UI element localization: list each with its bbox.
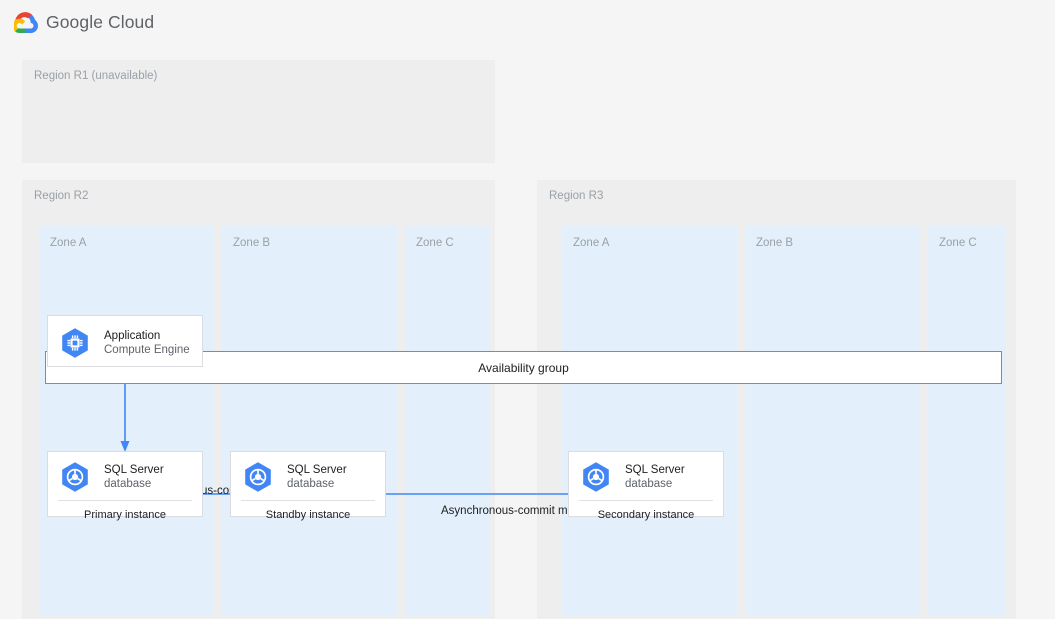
compute-engine-icon [57, 325, 93, 361]
card-db-secondary-subtitle: database [625, 478, 673, 490]
card-db-primary-title: SQL Server [104, 463, 164, 476]
card-db-secondary-title: SQL Server [625, 463, 685, 476]
card-db-primary[interactable]: SQL Server database Primary instance [47, 451, 203, 521]
region-r2-label: Region R2 [34, 190, 89, 202]
card-db-standby-titles: SQL Server database [287, 463, 347, 492]
card-db-secondary-divider [579, 500, 713, 501]
card-db-standby-body: SQL Server database [231, 452, 385, 500]
card-db-secondary-titles: SQL Server database [625, 463, 685, 492]
zone-r2-a: Zone A [39, 226, 214, 616]
card-application-title: Application [104, 329, 161, 342]
card-db-standby-title: SQL Server [287, 463, 347, 476]
zone-r3-a-label: Zone A [573, 237, 610, 249]
card-application-body: Application Compute Engine [48, 316, 202, 370]
zone-r3-c: Zone C [928, 226, 1006, 616]
card-db-standby-footer: Standby instance [265, 509, 351, 521]
region-r3-label: Region R3 [549, 190, 604, 202]
card-db-secondary-body: SQL Server database [569, 452, 723, 500]
card-application[interactable]: Application Compute Engine [47, 315, 203, 367]
card-db-secondary[interactable]: SQL Server database Secondary instance [568, 451, 724, 521]
sql-server-database-icon [578, 459, 614, 495]
zone-r3-c-label: Zone C [939, 237, 977, 249]
zone-r2-c: Zone C [405, 226, 490, 616]
sql-server-database-icon [57, 459, 93, 495]
zone-r2-b-label: Zone B [233, 237, 271, 249]
region-r1: Region R1 (unavailable) [22, 60, 495, 163]
card-db-standby-divider [241, 500, 375, 501]
zone-r3-b: Zone B [745, 226, 920, 616]
card-db-primary-divider [58, 500, 192, 501]
availability-group-label: Availability group [478, 360, 569, 375]
card-db-primary-subtitle: database [104, 478, 152, 490]
card-application-subtitle: Compute Engine [104, 344, 190, 356]
zone-r2-b: Zone B [222, 226, 397, 616]
card-db-primary-footer: Primary instance [84, 509, 166, 521]
zone-r2-a-label: Zone A [50, 237, 87, 249]
card-db-secondary-footer: Secondary instance [597, 509, 695, 521]
diagram-canvas: Region R1 (unavailable) Region R2 Region… [0, 46, 1055, 619]
google-cloud-logo-icon [12, 12, 40, 34]
card-db-standby-subtitle: database [287, 478, 335, 490]
card-db-standby[interactable]: SQL Server database Standby instance [230, 451, 386, 521]
region-r1-label: Region R1 (unavailable) [34, 70, 158, 82]
zone-r3-a: Zone A [562, 226, 737, 616]
availability-group-bar[interactable]: Availability group [45, 351, 1002, 384]
sql-server-database-icon [240, 459, 276, 495]
brand-title: Google Cloud [46, 12, 155, 32]
app-header: Google Cloud [0, 0, 1055, 46]
connector-label-asynchronous: Asynchronous-commit mode [441, 505, 587, 517]
card-application-titles: Application Compute Engine [104, 329, 190, 358]
zone-r2-c-label: Zone C [416, 237, 454, 249]
card-db-primary-titles: SQL Server database [104, 463, 164, 492]
card-db-primary-body: SQL Server database [48, 452, 202, 500]
zone-r3-b-label: Zone B [756, 237, 794, 249]
